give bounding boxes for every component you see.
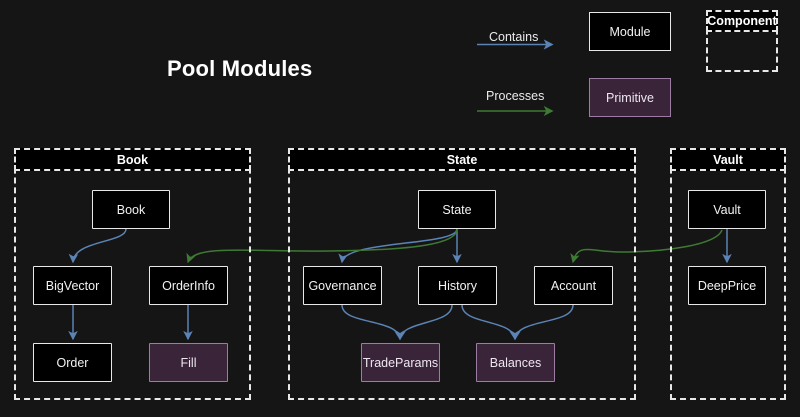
- group-book-label: Book: [116, 152, 149, 167]
- node-book-label: Book: [116, 202, 146, 217]
- node-account-label: Account: [550, 278, 597, 293]
- node-book[interactable]: Book: [92, 190, 170, 229]
- node-history[interactable]: History: [418, 266, 497, 305]
- node-balances-label: Balances: [489, 355, 542, 370]
- node-balances[interactable]: Balances: [476, 343, 555, 382]
- node-deepprice[interactable]: DeepPrice: [688, 266, 766, 305]
- node-order-label: Order: [56, 355, 89, 370]
- node-governance-label: Governance: [308, 278, 377, 293]
- node-account[interactable]: Account: [534, 266, 613, 305]
- node-orderinfo-label: OrderInfo: [162, 278, 215, 293]
- group-vault-header: Vault: [670, 148, 786, 171]
- group-state-header: State: [288, 148, 636, 171]
- group-book-header: Book: [14, 148, 251, 171]
- legend-node-module: Module: [589, 12, 671, 51]
- legend-label-contains: Contains: [489, 30, 539, 44]
- node-tradeparams[interactable]: TradeParams: [361, 343, 440, 382]
- node-fill[interactable]: Fill: [149, 343, 228, 382]
- node-vault-label: Vault: [713, 202, 741, 217]
- legend-label-processes: Processes: [486, 89, 545, 103]
- node-deepprice-label: DeepPrice: [697, 278, 757, 293]
- legend-node-module-label: Module: [609, 24, 651, 39]
- legend-component-header: Component: [706, 10, 778, 32]
- legend-component-label: Component: [707, 14, 777, 28]
- node-governance[interactable]: Governance: [303, 266, 382, 305]
- node-order[interactable]: Order: [33, 343, 112, 382]
- page-title: Pool Modules: [167, 56, 313, 81]
- node-history-label: History: [438, 278, 477, 293]
- node-fill-label: Fill: [180, 355, 197, 370]
- node-state[interactable]: State: [418, 190, 496, 229]
- node-bigvector[interactable]: BigVector: [33, 266, 112, 305]
- node-orderinfo[interactable]: OrderInfo: [149, 266, 228, 305]
- group-vault-label: Vault: [713, 152, 743, 167]
- legend-node-primitive-label: Primitive: [606, 90, 654, 105]
- node-state-label: State: [442, 202, 472, 217]
- node-vault[interactable]: Vault: [688, 190, 766, 229]
- legend-node-primitive: Primitive: [589, 78, 671, 117]
- group-state-label: State: [446, 152, 478, 167]
- node-bigvector-label: BigVector: [45, 278, 100, 293]
- node-tradeparams-label: TradeParams: [362, 355, 439, 370]
